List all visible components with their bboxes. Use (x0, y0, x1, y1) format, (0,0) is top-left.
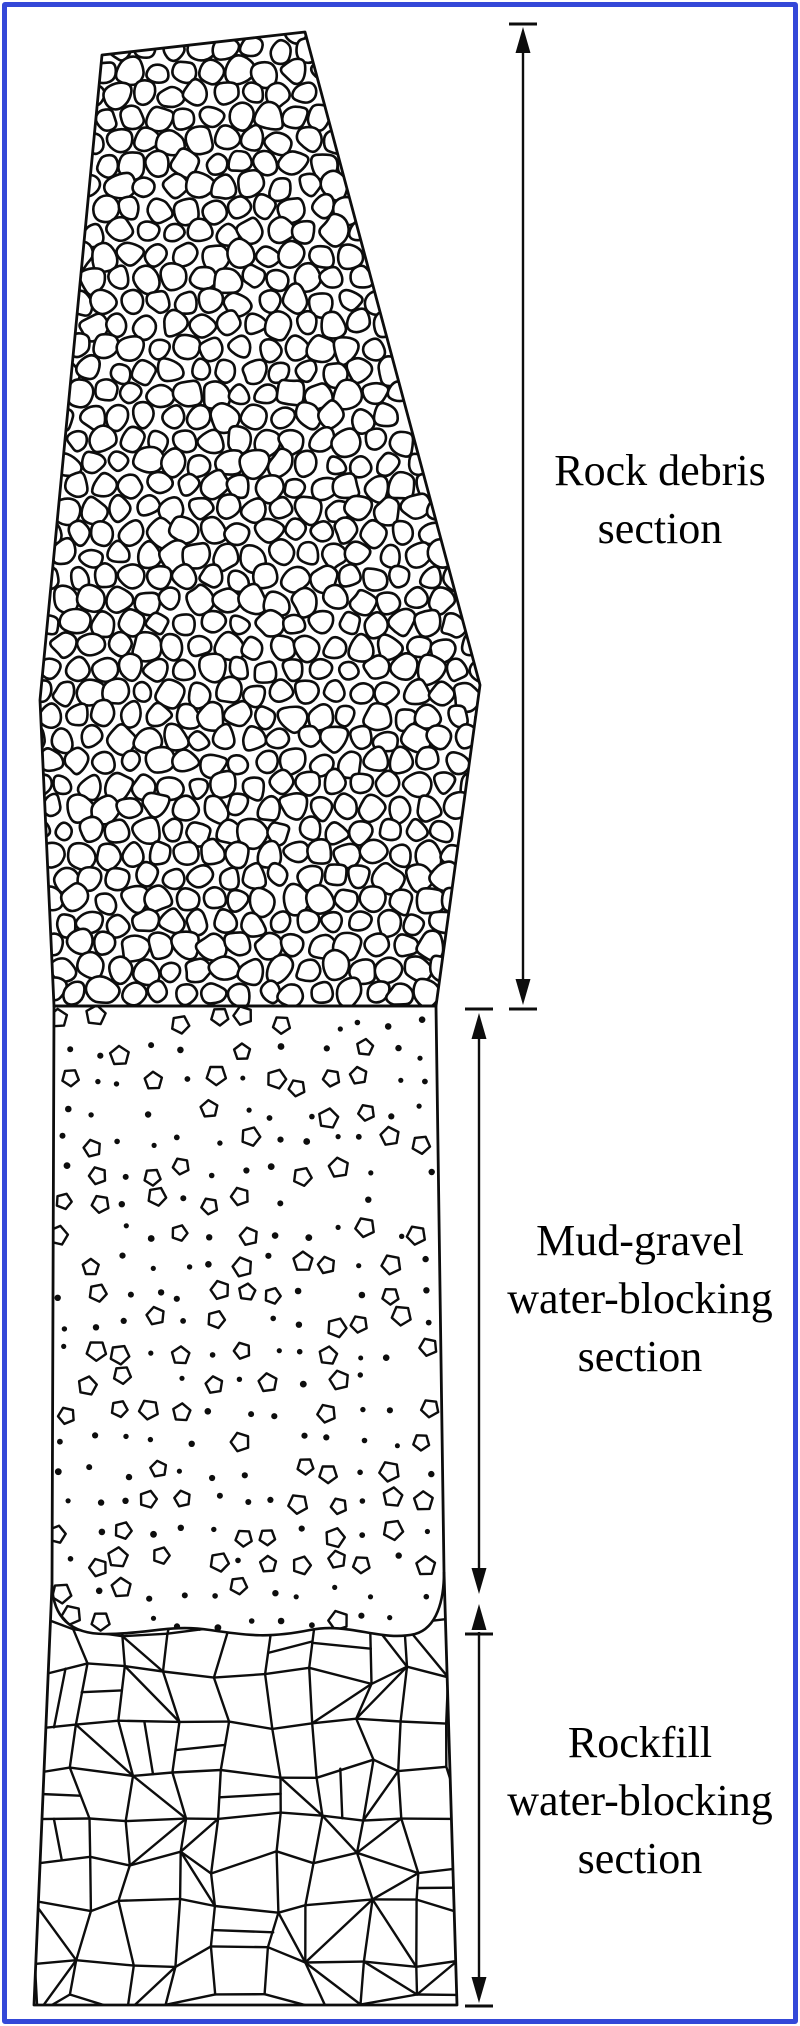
label-line: Mud-gravel (536, 1216, 744, 1265)
label-line: section (577, 1332, 703, 1381)
rock-debris-pattern (40, 32, 480, 1006)
label-mud-gravel-water-blocking-section: Mud-gravel water-blocking section (480, 1212, 800, 1386)
label-line: section (597, 504, 723, 553)
rockfill-pattern (34, 1572, 457, 2005)
section-outlines (32, 30, 482, 2007)
label-rock-debris-section: Rock debris section (520, 442, 800, 558)
label-rockfill-water-blocking-section: Rockfill water-blocking section (480, 1714, 800, 1888)
mud-gravel-pattern (52, 1006, 440, 1632)
label-line: section (577, 1834, 703, 1883)
dimension-arrow-mud-gravel (465, 1007, 493, 1594)
label-line: Rock debris (554, 446, 766, 495)
label-line: Rockfill (567, 1718, 713, 1767)
dimension-arrow-rockfill (465, 1604, 493, 2008)
label-line: water-blocking (507, 1274, 773, 1323)
label-line: water-blocking (507, 1776, 773, 1825)
dimension-arrow-rock-debris (509, 22, 537, 1011)
